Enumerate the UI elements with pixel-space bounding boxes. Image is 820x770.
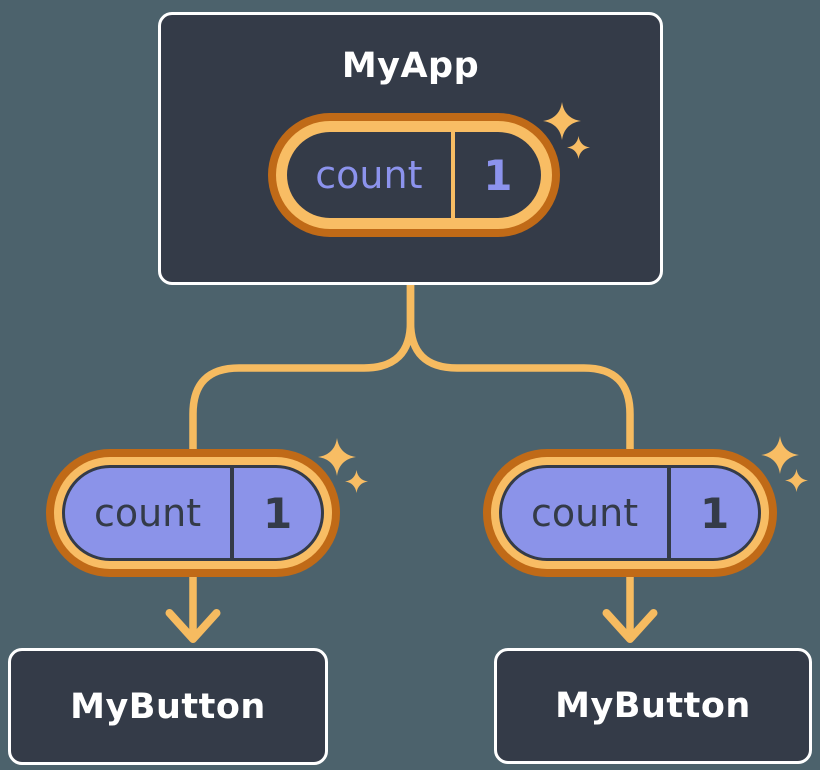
sparkle-icon [567, 136, 590, 159]
component-node-mybutton-right: MyButton [494, 648, 812, 764]
component-node-mybutton-left: MyButton [8, 648, 328, 765]
prop-value: 1 [262, 488, 293, 538]
prop-pill-right: count 1 [483, 449, 777, 577]
node-title: MyApp [341, 46, 480, 86]
arrow-down-icon [165, 609, 221, 643]
state-pill: count 1 [268, 113, 560, 237]
state-name: count [315, 153, 423, 197]
sparkle-icon [785, 469, 808, 492]
sparkle-icon [543, 102, 581, 140]
state-pill-ring: count 1 [276, 121, 552, 229]
prop-name: count [530, 491, 639, 535]
prop-name: count [93, 491, 202, 535]
pill-divider [230, 468, 235, 558]
sparkle-icon [761, 436, 799, 474]
node-title: MyButton [555, 686, 751, 726]
pill-divider [450, 132, 455, 218]
prop-pill-ring: count 1 [54, 457, 332, 569]
sparkle-icon [318, 438, 356, 476]
prop-pill-ring: count 1 [491, 457, 769, 569]
prop-value: 1 [699, 488, 730, 538]
pill-divider [667, 468, 672, 558]
prop-pill-left: count 1 [46, 449, 340, 577]
node-title: MyButton [70, 686, 266, 727]
state-value: 1 [483, 150, 513, 200]
sparkle-icon [345, 470, 368, 493]
arrow-down-icon [602, 609, 658, 643]
branch-right-line [406, 276, 634, 634]
branch-left-line [189, 276, 415, 634]
